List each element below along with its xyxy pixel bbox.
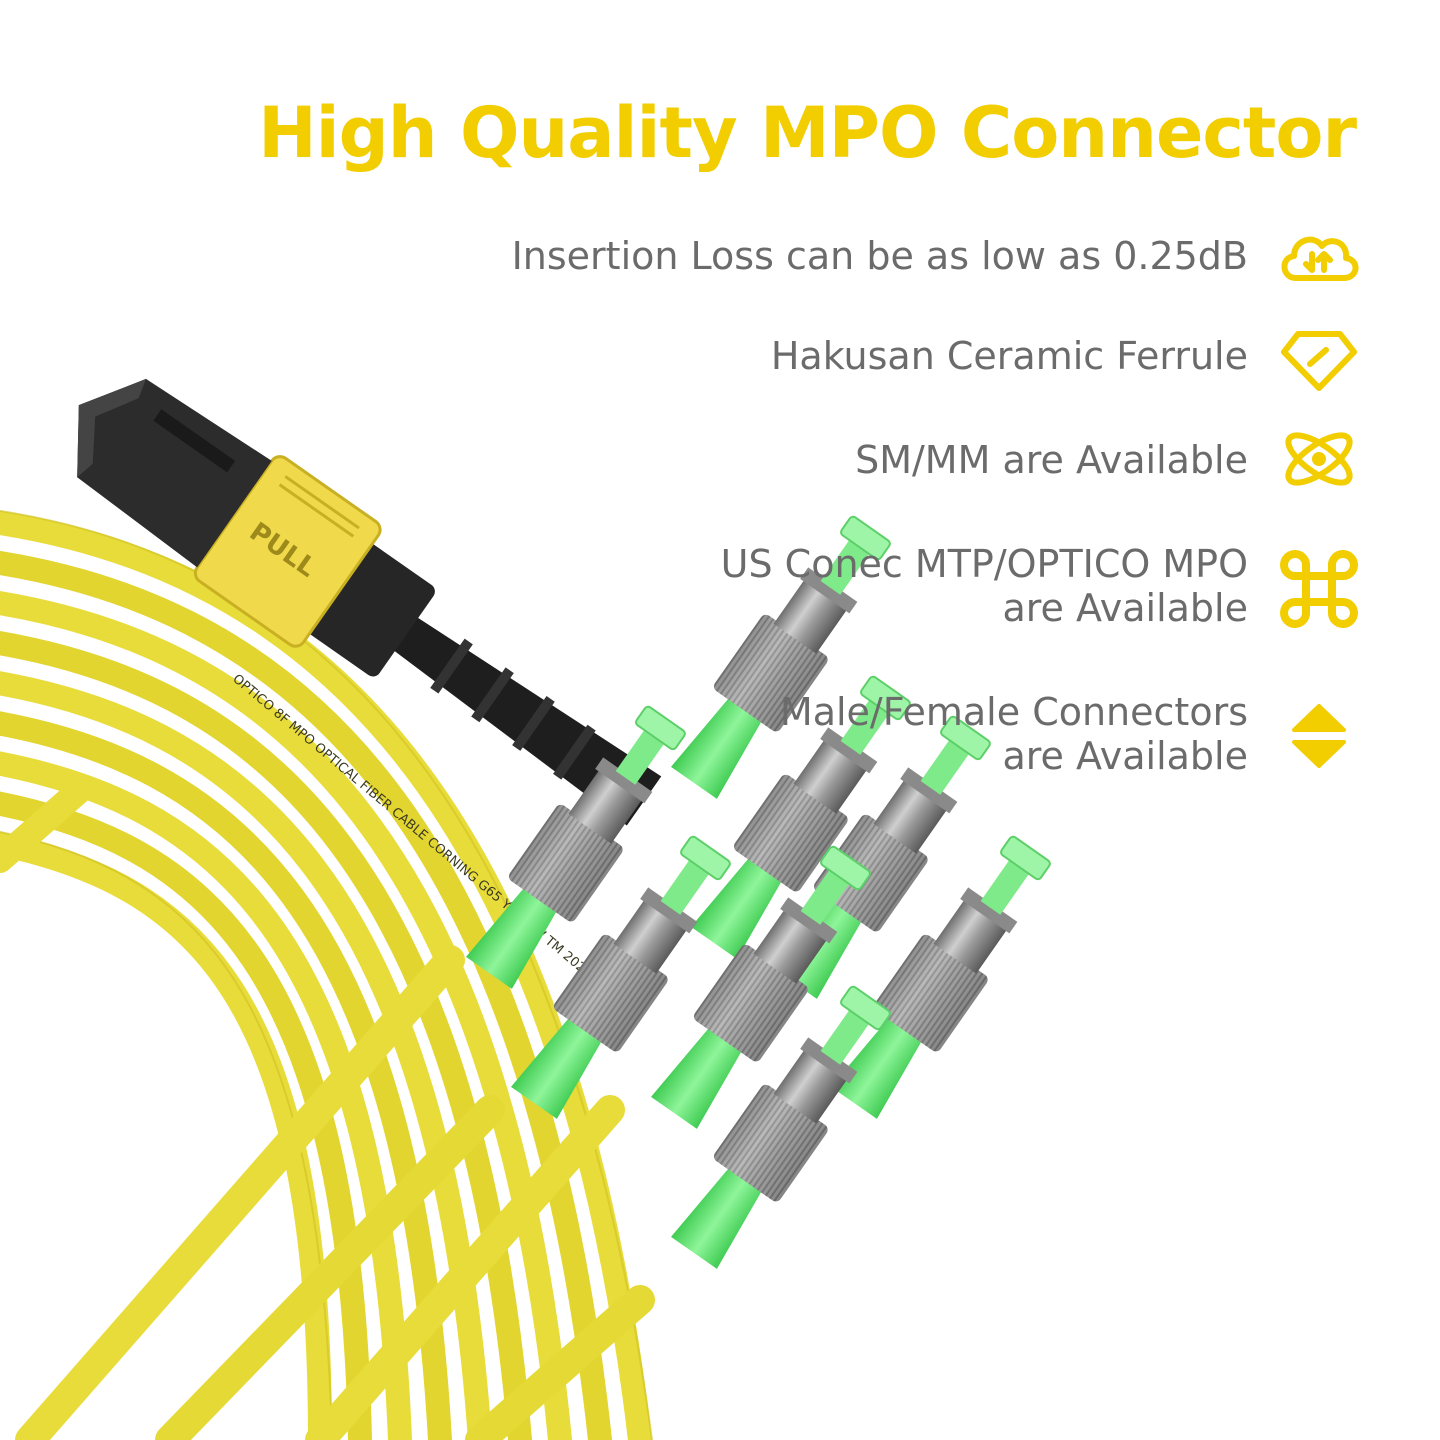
command-key-icon (1276, 546, 1362, 632)
page-title: High Quality MPO Connector (258, 92, 1357, 174)
feature-male-female: Male/Female Connectors are Available (780, 690, 1248, 778)
feature-sm-mm: SM/MM are Available (855, 438, 1248, 482)
feature-text-line-1: US Conec MTP/OPTICO MPO (720, 542, 1248, 586)
mpo-connector: PULL (77, 378, 662, 826)
feature-text-line-2: are Available (1002, 586, 1248, 630)
feature-ceramic-ferrule: Hakusan Ceramic Ferrule (771, 334, 1248, 378)
feature-text-line-1: Male/Female Connectors (779, 690, 1248, 734)
cloud-transfer-icon (1276, 214, 1362, 300)
up-down-arrows-icon (1276, 694, 1362, 780)
breakout-fibers (0, 777, 655, 1440)
feature-insertion-loss: Insertion Loss can be as low as 0.25dB (512, 234, 1248, 278)
feature-text-line-2: are Available (1002, 734, 1248, 778)
atom-icon (1276, 416, 1362, 502)
feature-text: SM/MM are Available (855, 438, 1248, 482)
feature-mtp-mpo: US Conec MTP/OPTICO MPO are Available (721, 542, 1248, 630)
diamond-icon (1276, 314, 1362, 400)
feature-text: Hakusan Ceramic Ferrule (770, 334, 1248, 378)
feature-text: Insertion Loss can be as low as 0.25dB (511, 234, 1248, 278)
